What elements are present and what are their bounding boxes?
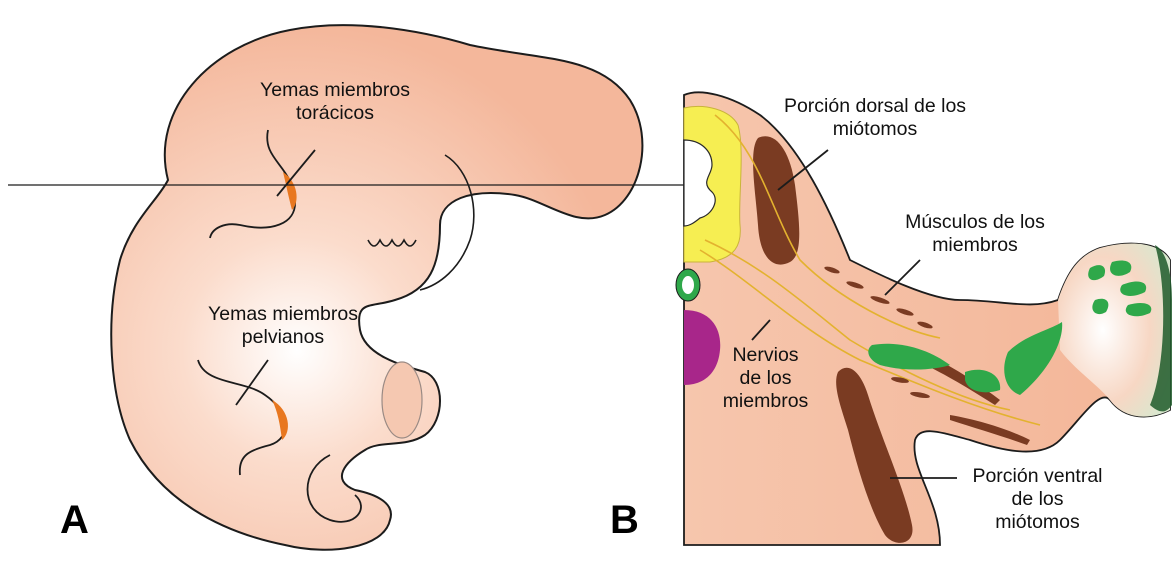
neural-tube [684,106,741,262]
label-line: torácicos [235,102,435,125]
label-line: Yemas miembros [235,79,435,102]
label-line: de los [708,367,823,390]
label-line: Yemas miembros [183,303,383,326]
label-thoracic-limb-buds: Yemas miembros torácicos [235,79,435,125]
label-line: miembros [708,390,823,413]
label-line: Porción ventral [950,465,1125,488]
label-ventral-myotome: Porción ventral de los miótomos [950,465,1125,534]
label-line: Nervios [708,344,823,367]
label-line: de los [950,488,1125,511]
label-line: miótomos [950,511,1125,534]
panel-label-a: A [60,498,89,543]
label-pelvic-limb-buds: Yemas miembros pelvianos [183,303,383,349]
label-dorsal-myotome: Porción dorsal de los miótomos [760,95,990,141]
label-line: miembros [875,234,1075,257]
label-line: Porción dorsal de los [760,95,990,118]
label-line: Músculos de los [875,211,1075,234]
label-limb-muscles: Músculos de los miembros [875,211,1075,257]
label-line: miótomos [760,118,990,141]
label-line: pelvianos [183,326,383,349]
label-limb-nerves: Nervios de los miembros [708,344,823,413]
panel-label-b: B [610,498,639,543]
